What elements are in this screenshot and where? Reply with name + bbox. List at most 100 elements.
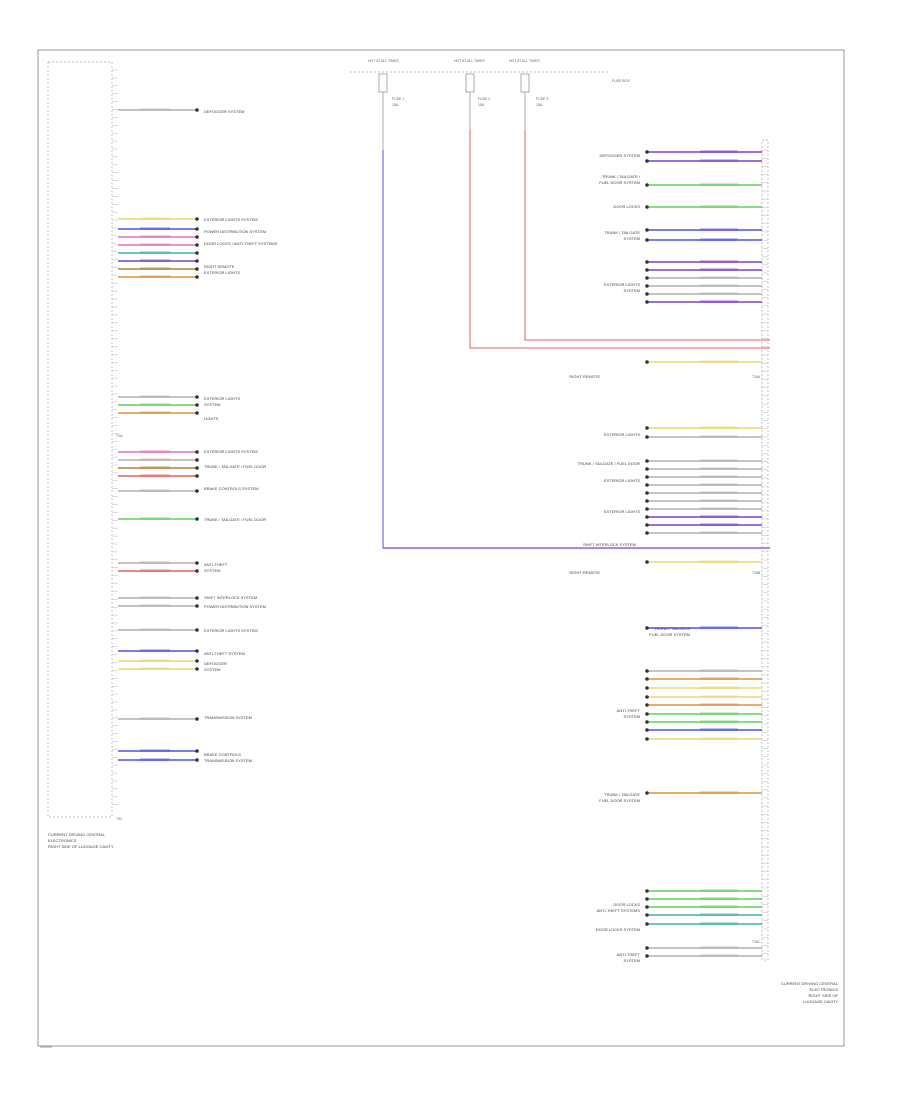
right-wire-tag (700, 238, 738, 241)
right-label: SYSTEM (624, 958, 640, 963)
left-wire-tag (140, 758, 170, 761)
right-wire-terminal (645, 183, 649, 187)
right-wire-tag (700, 435, 738, 438)
left-label: TRUNK / TAILGATE / FUEL DOOR (204, 464, 266, 469)
left-wire-terminal (195, 561, 199, 565)
right-label: TRUNK / TAILGATE (604, 792, 640, 797)
right-label: EXTERIOR LIGHTS (604, 282, 640, 287)
right-wire-tag (700, 467, 738, 470)
right-wire-terminal (645, 728, 649, 732)
left-label: DEFOGGER (204, 661, 227, 666)
right-wire-terminal (645, 686, 649, 690)
right-wire-tag (700, 475, 738, 478)
right-wire-terminal (645, 889, 649, 893)
left-wire-terminal (195, 235, 199, 239)
left-wire-terminal (195, 474, 199, 478)
right-wire-tag (700, 150, 738, 153)
left-wire-terminal (195, 217, 199, 221)
right-wire-terminal (645, 703, 649, 707)
right-wire-tag (700, 292, 738, 295)
right-wire-tag (700, 946, 738, 949)
right-wires (645, 150, 762, 958)
right-label: ANTI-THEFT (617, 952, 641, 957)
left-wire-terminal (195, 749, 199, 753)
right-wire-terminal (645, 737, 649, 741)
right-wire-terminal (645, 515, 649, 519)
right-label: DOOR LOCKS SYSTEM (596, 927, 640, 932)
right-wire-terminal (645, 475, 649, 479)
left-wire-tag (140, 235, 170, 238)
right-wire-tag (700, 720, 738, 723)
left-wire-tag (140, 561, 170, 564)
right-wire-terminal (645, 954, 649, 958)
left-module-label: CURRENT DRIVING CENTRAL ELECTRONICS RIGH… (48, 832, 114, 849)
right-wire-tag (700, 686, 738, 689)
right-label: FUEL DOOR SYSTEM (599, 180, 640, 185)
right-wire-terminal (645, 523, 649, 527)
left-wire-tag (140, 667, 170, 670)
left-wire-terminal (195, 569, 199, 573)
right-label: SYSTEM (624, 288, 640, 293)
right-label: TRUNK / TAILGATE (604, 230, 640, 235)
right-label: TRUNK / TAILGATE / FUEL DOOR (578, 461, 640, 466)
right-label: DOOR LOCKS (613, 902, 640, 907)
right-wire-tag (700, 913, 738, 916)
left-connector-3: T32 (116, 817, 122, 821)
right-module-label-1: CURRENT DRIVING CENTRAL (781, 981, 839, 986)
right-wire-tag (700, 560, 738, 563)
right-wire-tag (700, 515, 738, 518)
left-label: TRANSMISSION SYSTEM (204, 715, 252, 720)
left-module-label-2: ELECTRONICS (48, 838, 77, 843)
left-label: LIGHTS (204, 416, 219, 421)
left-wire-tag (140, 569, 170, 572)
left-wire-terminal (195, 659, 199, 663)
left-module-box (47, 61, 113, 818)
right-wire-terminal (645, 913, 649, 917)
right-label: TRUNK / TAILGATE / (602, 174, 641, 179)
right-wire-terminal (645, 300, 649, 304)
right-pin-column (762, 149, 768, 954)
right-wire-tag (700, 728, 738, 731)
right-wire-tag (700, 483, 738, 486)
right-wire-tag (700, 703, 738, 706)
fuse-element (378, 73, 388, 93)
fuse-3-name: FUSE 3 (536, 97, 548, 101)
right-wire-terminal (645, 791, 649, 795)
right-wire-tag (700, 284, 738, 287)
footer-code: 000000 (40, 1045, 52, 1049)
right-label: SYSTEM (624, 714, 640, 719)
left-wire-tag (140, 749, 170, 752)
right-connector-3: T16C (752, 940, 761, 944)
left-wire-tag (140, 243, 170, 246)
right-wire-terminal (645, 712, 649, 716)
right-wire-tag (700, 523, 738, 526)
right-connector-2: T16B (752, 571, 761, 575)
left-wire-tag (140, 275, 170, 278)
fuse-1-amp: 15A (392, 103, 399, 107)
left-wire-terminal (195, 458, 199, 462)
left-label: TRUNK / TAILGATE / FUEL DOOR (204, 517, 266, 522)
left-wire-terminal (195, 489, 199, 493)
fuse-3-amp: 15A (536, 103, 543, 107)
right-wire-tag (700, 426, 738, 429)
left-wire-terminal (195, 411, 199, 415)
left-wires (118, 108, 199, 762)
fuse-2-top: HOT AT ALL TIMES (454, 59, 485, 63)
right-wire-tag (700, 268, 738, 271)
right-wire-tag (700, 205, 738, 208)
left-wire-tag (140, 596, 170, 599)
right-label: DOOR LOCKS (613, 204, 640, 209)
fuse-1-top: HOT AT ALL TIMES (368, 59, 399, 63)
right-wire-terminal (645, 626, 649, 630)
right-connector-1: T16A (752, 375, 761, 379)
right-wire-tag (700, 228, 738, 231)
right-wire-tag (700, 737, 738, 740)
fuse-element (465, 73, 475, 93)
left-label: BRAKE CONTROLS SYSTEM (204, 486, 258, 491)
fuse-2-name: FUSE 2 (478, 97, 490, 101)
right-wire-tag (700, 491, 738, 494)
right-label: RIGHT REMOTE (569, 570, 600, 575)
right-wire-terminal (645, 897, 649, 901)
left-label: SHIFT INTERLOCK SYSTEM (204, 595, 257, 600)
right-label: EXTERIOR LIGHTS (604, 432, 640, 437)
